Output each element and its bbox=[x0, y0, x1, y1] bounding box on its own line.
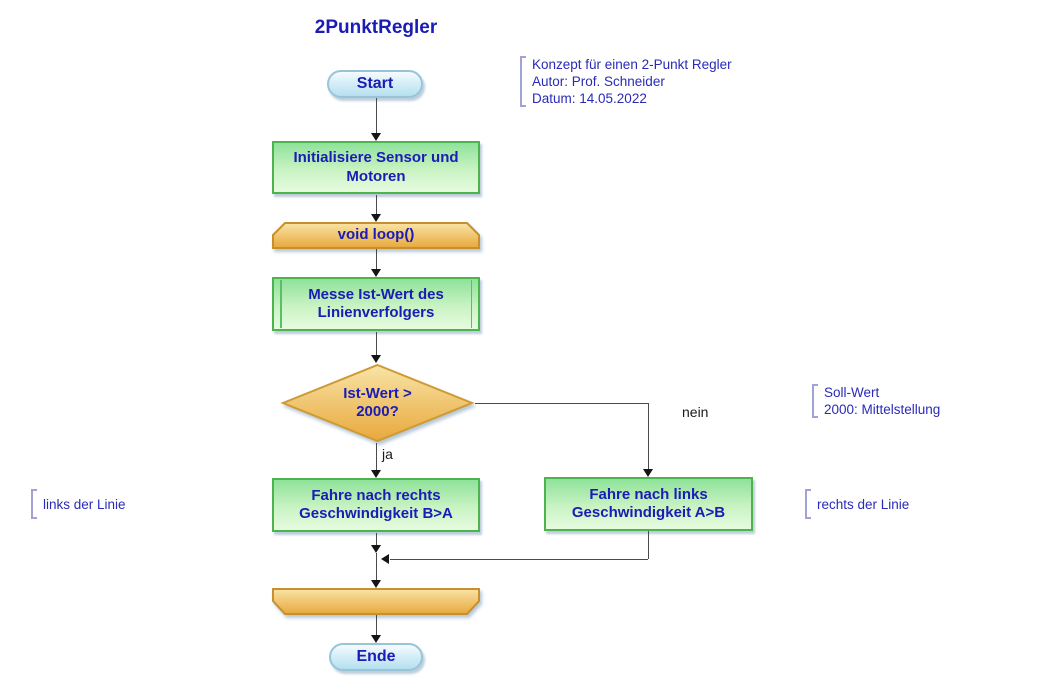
connector-nein-horizontal bbox=[475, 403, 648, 404]
comment-project-line: Konzept für einen 2-Punkt Regler bbox=[532, 57, 732, 72]
connector-measure-decision bbox=[376, 332, 377, 355]
connector-init-loop bbox=[376, 195, 377, 214]
node-drive-left-label: Fahre nach links Geschwindigkeit A>B bbox=[571, 485, 726, 521]
subroutine-side-line-icon bbox=[280, 280, 282, 328]
node-decision-label: Ist-Wert > 2000? bbox=[343, 384, 412, 420]
node-loop-end bbox=[272, 588, 480, 615]
connector-ja-branch bbox=[376, 443, 377, 470]
comment-bracket-icon bbox=[520, 56, 527, 107]
node-drive-right-label: Fahre nach rechts Geschwindigkeit B>A bbox=[299, 486, 453, 522]
arrowhead-down-icon bbox=[371, 580, 381, 588]
connector-nein-vertical bbox=[648, 403, 649, 469]
connector-merge-loopend bbox=[376, 553, 377, 580]
node-init-process: Initialisiere Sensor und Motoren bbox=[272, 141, 480, 194]
comment-rechts-label: rechts der Linie bbox=[817, 496, 910, 512]
connector-drive-right-out bbox=[376, 533, 377, 545]
comment-project-line: Autor: Prof. Schneider bbox=[532, 74, 665, 89]
branch-label-ja: ja bbox=[382, 446, 393, 462]
node-drive-right: Fahre nach rechts Geschwindigkeit B>A bbox=[272, 478, 480, 532]
loop-end-shape-icon bbox=[272, 588, 480, 615]
node-init-label: Initialisiere Sensor und Motoren bbox=[293, 149, 459, 185]
node-ende-terminal: Ende bbox=[329, 643, 423, 671]
connector-loop-measure bbox=[376, 249, 377, 269]
page-title: 2PunktRegler bbox=[314, 17, 438, 38]
arrowhead-down-icon bbox=[371, 133, 381, 141]
arrowhead-down-icon bbox=[371, 214, 381, 222]
arrowhead-down-icon bbox=[371, 470, 381, 478]
comment-links-label: links der Linie bbox=[43, 496, 126, 512]
arrowhead-down-icon bbox=[371, 269, 381, 277]
comment-sollwert-line: 2000: Mittelstellung bbox=[824, 402, 941, 417]
node-measure-subroutine: Messe Ist-Wert des Linienverfolgers bbox=[272, 277, 480, 331]
node-start-label: Start bbox=[356, 75, 394, 93]
connector-loopend-ende bbox=[376, 615, 377, 635]
loop-start-shape-icon bbox=[272, 222, 480, 249]
connector-start-init bbox=[376, 98, 377, 133]
connector-drive-left-out bbox=[648, 531, 649, 559]
comment-rechts-der-linie: rechts der Linie bbox=[805, 489, 909, 519]
node-ende-label: Ende bbox=[356, 648, 396, 666]
branch-label-nein: nein bbox=[682, 404, 709, 420]
arrowhead-down-icon bbox=[371, 545, 381, 553]
node-start-terminal: Start bbox=[327, 70, 423, 98]
comment-bracket-icon bbox=[805, 489, 812, 519]
node-measure-label: Messe Ist-Wert des Linienverfolgers bbox=[308, 285, 444, 321]
connector-merge-horizontal bbox=[390, 559, 648, 560]
comment-project: Konzept für einen 2-Punkt Regler Autor: … bbox=[520, 56, 732, 107]
comment-bracket-icon bbox=[31, 489, 38, 519]
comment-sollwert-line: Soll-Wert bbox=[824, 385, 880, 400]
arrowhead-left-icon bbox=[381, 554, 389, 564]
node-drive-left: Fahre nach links Geschwindigkeit A>B bbox=[544, 477, 753, 531]
decision-diamond-shape-icon bbox=[280, 363, 475, 443]
arrowhead-down-icon bbox=[643, 469, 653, 477]
node-loop-start-label: void loop() bbox=[337, 226, 415, 244]
comment-project-line: Datum: 14.05.2022 bbox=[532, 91, 647, 106]
arrowhead-down-icon bbox=[371, 635, 381, 643]
subroutine-side-line-icon bbox=[470, 280, 472, 328]
node-decision-diamond: Ist-Wert > 2000? bbox=[280, 363, 475, 443]
node-loop-start: void loop() bbox=[272, 222, 480, 249]
comment-sollwert: Soll-Wert 2000: Mittelstellung bbox=[812, 384, 940, 418]
comment-links-der-linie: links der Linie bbox=[31, 489, 126, 519]
arrowhead-down-icon bbox=[371, 355, 381, 363]
comment-bracket-icon bbox=[812, 384, 819, 418]
